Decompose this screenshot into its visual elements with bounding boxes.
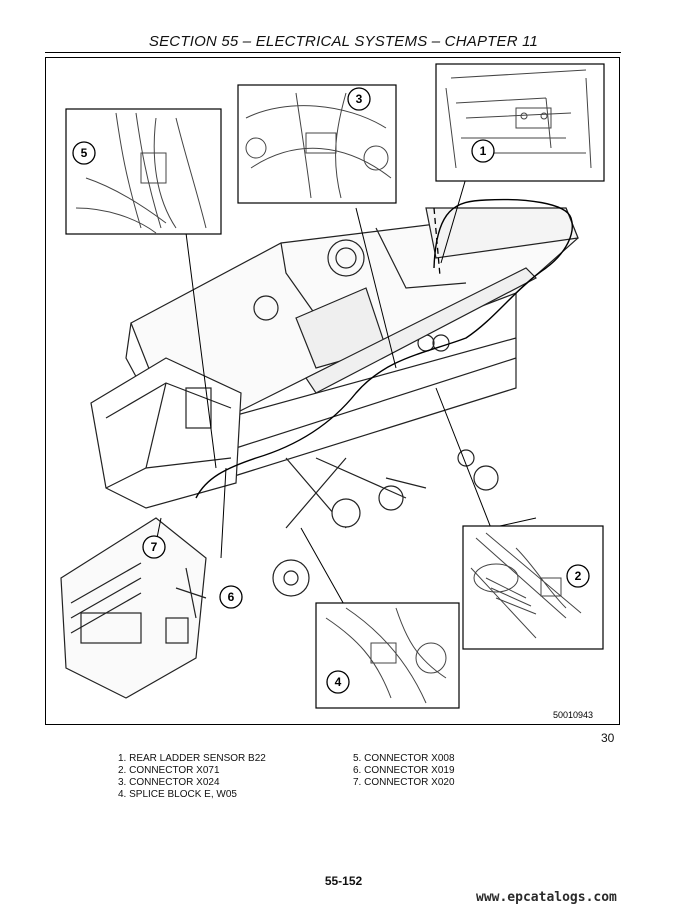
callout-3: 3 [347, 87, 371, 111]
svg-text:7: 7 [151, 540, 158, 554]
callout-6: 6 [219, 585, 243, 609]
svg-text:1: 1 [480, 144, 487, 158]
cab-outline [90, 357, 242, 509]
svg-text:5: 5 [81, 146, 88, 160]
wiring-harness [195, 198, 573, 499]
svg-text:3: 3 [356, 92, 363, 106]
legend-left-column: 1. REAR LADDER SENSOR B22 2. CONNECTOR X… [118, 753, 266, 801]
inset-rear-ladder-sensor [435, 63, 605, 182]
header-rule [45, 52, 621, 53]
callout-7: 7 [142, 535, 166, 559]
legend-right-column: 5. CONNECTOR X008 6. CONNECTOR X019 7. C… [353, 753, 455, 789]
inset-connector-x071 [462, 525, 604, 650]
svg-text:4: 4 [335, 675, 342, 689]
svg-text:6: 6 [228, 590, 235, 604]
page-number: 55-152 [324, 874, 363, 888]
svg-text:2: 2 [575, 569, 582, 583]
inset-connector-x008 [65, 108, 222, 235]
legend-item: 6. CONNECTOR X019 [353, 765, 455, 776]
legend-item: 5. CONNECTOR X008 [353, 753, 455, 764]
legend-item: 3. CONNECTOR X024 [118, 777, 220, 788]
feeder-house [60, 517, 207, 699]
inset-connector-x024 [237, 84, 397, 204]
figure-image-id: 50010943 [553, 710, 593, 720]
callout-5: 5 [72, 141, 96, 165]
legend-item: 7. CONNECTOR X020 [353, 777, 455, 788]
combine-harness-diagram: 1 2 3 4 5 6 7 50010943 [60, 63, 605, 720]
figure-frame: 1 2 3 4 5 6 7 50010943 [45, 57, 620, 725]
legend-item: 1. REAR LADDER SENSOR B22 [118, 753, 266, 764]
callout-4: 4 [326, 670, 350, 694]
watermark-link[interactable]: www.epcatalogs.com [476, 890, 617, 905]
figure-number: 30 [601, 731, 615, 745]
callout-2: 2 [566, 564, 590, 588]
section-header: SECTION 55 – ELECTRICAL SYSTEMS – CHAPTE… [148, 33, 539, 50]
legend-item: 2. CONNECTOR X071 [118, 765, 220, 776]
legend-item: 4. SPLICE BLOCK E, W05 [118, 789, 237, 800]
machine-body [125, 207, 579, 597]
callout-1: 1 [471, 139, 495, 163]
